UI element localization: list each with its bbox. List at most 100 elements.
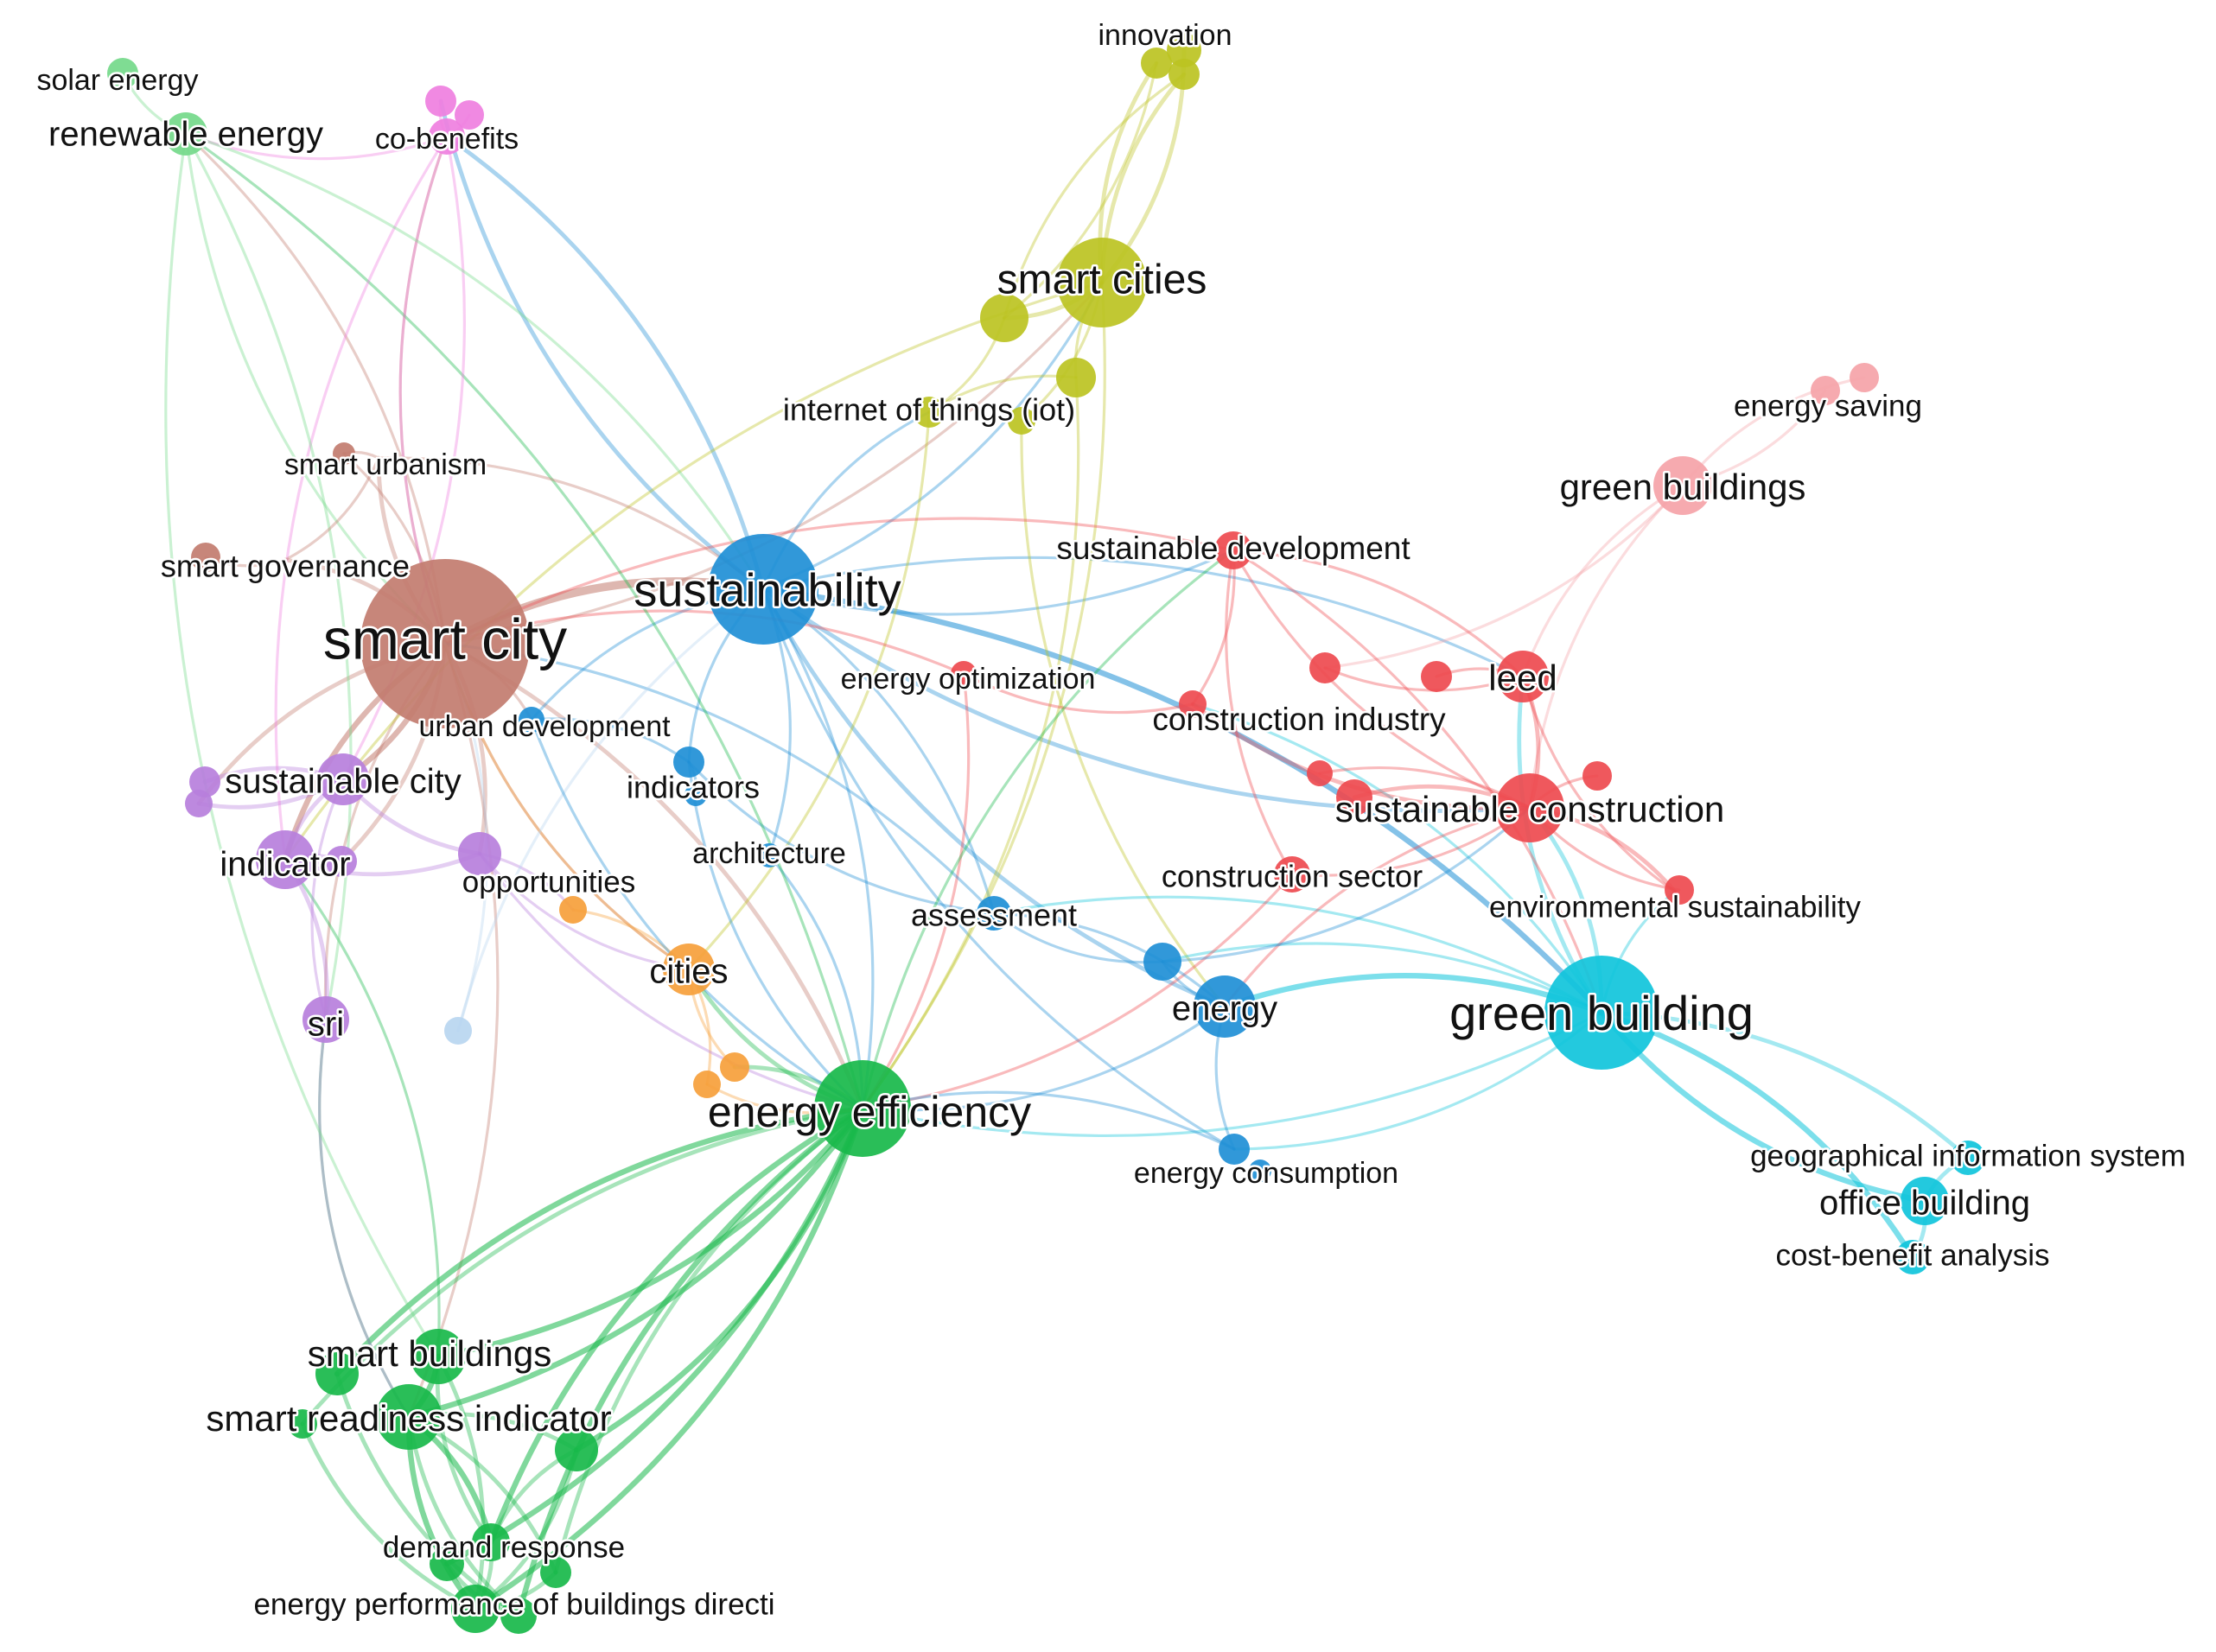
edge-sustainability-energy-efficiency [761,588,875,1110]
edge-sustainability-energy [761,587,1227,1009]
node-leed-b[interactable] [1421,661,1452,692]
node-assessment[interactable] [977,896,1011,931]
edge-smart-city-smart-readiness-indicator [407,642,500,1419]
label-energy: energy [1172,990,1277,1028]
node-epbd[interactable] [451,1585,500,1633]
node-demand-response[interactable] [472,1523,510,1561]
node-opportunities[interactable] [458,832,501,875]
edge-iot-b-energy-efficiency [861,376,1080,1110]
edge-energy-efficiency-sustainable-development [861,549,1235,1110]
node-energy-saving[interactable] [1811,376,1840,405]
edge-smart-readiness-indicator-sri [318,1018,411,1419]
node-energy-b[interactable] [1143,943,1181,981]
edge-sustainability-co-benefits [444,134,766,592]
node-smart-urbanism-b[interactable] [333,442,355,465]
node-indicators[interactable] [673,747,704,778]
label-urban-development: urban development [418,710,671,743]
node-innovation-b[interactable] [1167,33,1201,67]
node-smart-buildings[interactable] [411,1329,466,1384]
node-energy-consumption[interactable] [1219,1134,1250,1165]
node-office-building[interactable] [1901,1177,1949,1225]
label-geographical-information-system: geographical information system [1750,1139,2186,1172]
edge-energy-efficiency-demand-response-b [443,1105,866,1567]
node-construction-industry[interactable] [1179,690,1207,718]
label-construction-sector: construction sector [1162,859,1423,894]
node-sustainable-construction-c[interactable] [1582,761,1612,791]
edge-energy-b-sustainable-construction [1161,806,1531,963]
node-iot-c[interactable] [1008,407,1035,435]
node-smart-readiness-indicator[interactable] [376,1384,442,1450]
node-geographical-information-system[interactable] [1951,1141,1985,1175]
node-indicator[interactable] [256,830,315,889]
node-green-node-a[interactable] [555,1428,598,1471]
node-sustainable-city-c[interactable] [185,790,213,817]
node-solar-energy[interactable] [107,58,138,89]
node-smart-governance-b[interactable] [191,543,220,572]
node-pale-node[interactable] [444,1017,472,1045]
node-iot[interactable] [914,397,945,428]
node-construction-sector[interactable] [1274,856,1310,893]
edge-green-building-energy-b [1161,942,1603,1014]
edge-energy-energy-efficiency [861,1005,1226,1112]
edge-smart-cities-energy-efficiency [861,281,1106,1110]
node-smart-city[interactable] [360,559,530,728]
node-smart-buildings-b[interactable] [315,1352,359,1395]
node-sustainability[interactable] [708,534,818,645]
node-energy-consumption-b[interactable] [1249,1160,1271,1182]
node-co-benefits-b[interactable] [425,86,456,117]
node-energy-efficiency[interactable] [814,1060,911,1157]
node-co-benefits-c[interactable] [455,100,484,130]
node-smart-cities-b[interactable] [980,294,1028,342]
label-demand-response: demand response [383,1530,625,1564]
node-sustainable-city[interactable] [317,753,369,805]
node-green-building[interactable] [1544,956,1659,1070]
edge-indicators-energy-efficiency [687,760,864,1110]
node-indicators-b[interactable] [685,784,707,806]
node-cities[interactable] [663,944,715,995]
edge-opportunities-cities [478,852,691,971]
node-sustainable-construction-d[interactable] [1665,875,1694,905]
label-sri: sri [308,1006,344,1044]
edge-smart-cities-b-innovation-c [1003,73,1186,320]
node-cost-benefit-analysis[interactable] [1895,1240,1930,1274]
node-innovation-c[interactable] [1168,59,1200,90]
node-urban-development[interactable] [519,707,544,733]
node-sustainable-city-b[interactable] [189,766,220,797]
node-opportunities-b[interactable] [559,896,587,924]
node-energy[interactable] [1194,975,1256,1038]
edge-green-buildings-sustainable-construction [1528,484,1684,810]
node-energy-optimization[interactable] [951,661,977,687]
node-construction-industry-b[interactable] [1309,652,1340,683]
edge-green-building-construction-industry [1191,702,1603,1014]
node-energy-saving-b[interactable] [1850,363,1879,392]
node-indicator-b[interactable] [326,846,357,877]
edge-smart-city-smart-cities [443,281,1104,645]
node-green-buildings[interactable] [1653,456,1712,515]
edge-smart-city-energy-efficiency [443,641,865,1111]
node-sri[interactable] [302,996,349,1043]
node-demand-response-b[interactable] [430,1547,464,1581]
node-demand-response-c[interactable] [540,1557,571,1588]
node-cities-c[interactable] [693,1071,721,1098]
node-construction-industry-c[interactable] [1307,760,1333,786]
node-iot-b[interactable] [1056,358,1096,397]
node-renewable-energy[interactable] [164,112,207,156]
node-leed[interactable] [1497,651,1549,702]
node-innovation[interactable] [1141,48,1172,79]
node-epbd-b[interactable] [500,1598,537,1634]
label-energy-optimization: energy optimization [841,663,1096,696]
node-sustainable-development[interactable] [1214,531,1252,569]
node-sustainable-construction[interactable] [1495,773,1564,842]
node-cities-b[interactable] [720,1052,749,1082]
node-smart-cities[interactable] [1057,238,1147,327]
edge-sri-smart-readiness-indicator [318,1018,411,1419]
node-sustainable-construction-b[interactable] [1336,779,1372,816]
node-smart-readiness-indicator-b[interactable] [288,1409,317,1439]
node-architecture[interactable] [757,843,781,867]
node-co-benefits[interactable] [429,118,465,155]
edge-renewable-energy-sri [184,132,353,1021]
label-smart-governance: smart governance [161,549,410,584]
label-leed: leed [1488,658,1557,698]
edge-energy-efficiency-smart-buildings-b [334,1105,866,1377]
